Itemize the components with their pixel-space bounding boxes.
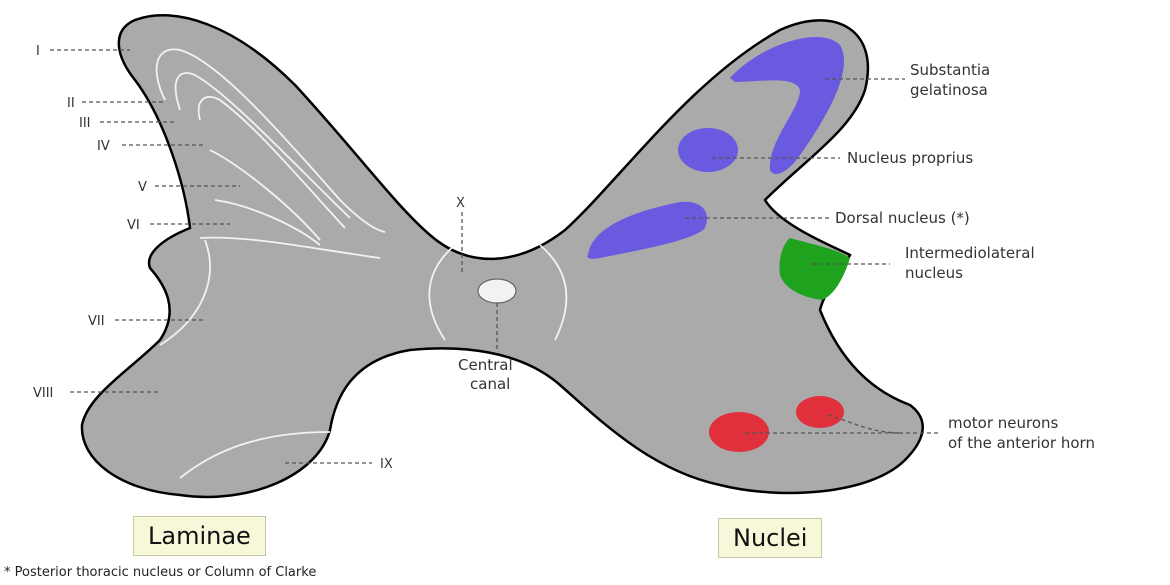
motor-label-line2: of the anterior horn: [948, 434, 1095, 452]
dorsal-label: Dorsal nucleus (*): [835, 209, 970, 227]
central-canal: [478, 279, 516, 303]
lamina-label-II: II: [67, 96, 75, 111]
footnote: * Posterior thoracic nucleus or Column o…: [4, 565, 316, 580]
lamina-label-X: X: [456, 196, 465, 211]
motor-neuron-pool-1: [709, 412, 769, 452]
substantia-label-line1: Substantia: [910, 61, 990, 79]
laminae-box: Laminae: [133, 516, 266, 556]
central-canal-label-line2: canal: [470, 375, 510, 393]
lamina-label-IV: IV: [97, 139, 110, 154]
lamina-label-I: I: [36, 44, 40, 59]
substantia-label-line2: gelatinosa: [910, 81, 988, 99]
lamina-label-VII: VII: [88, 314, 105, 329]
motor-neuron-pool-2: [796, 396, 844, 428]
lamina-label-VI: VI: [127, 218, 140, 233]
nucleus-proprius: [678, 128, 738, 172]
central-canal-label-line1: Central: [458, 356, 513, 374]
proprius-label: Nucleus proprius: [847, 149, 973, 167]
nuclei-box: Nuclei: [718, 518, 822, 558]
intermedio-label-line1: Intermediolateral: [905, 244, 1035, 262]
lamina-label-V: V: [138, 180, 147, 195]
motor-label-line1: motor neurons: [948, 414, 1059, 432]
lamina-label-VIII: VIII: [33, 386, 53, 401]
intermedio-label-line2: nucleus: [905, 264, 963, 282]
lamina-label-IX: IX: [380, 457, 393, 472]
lamina-label-III: III: [79, 116, 91, 131]
